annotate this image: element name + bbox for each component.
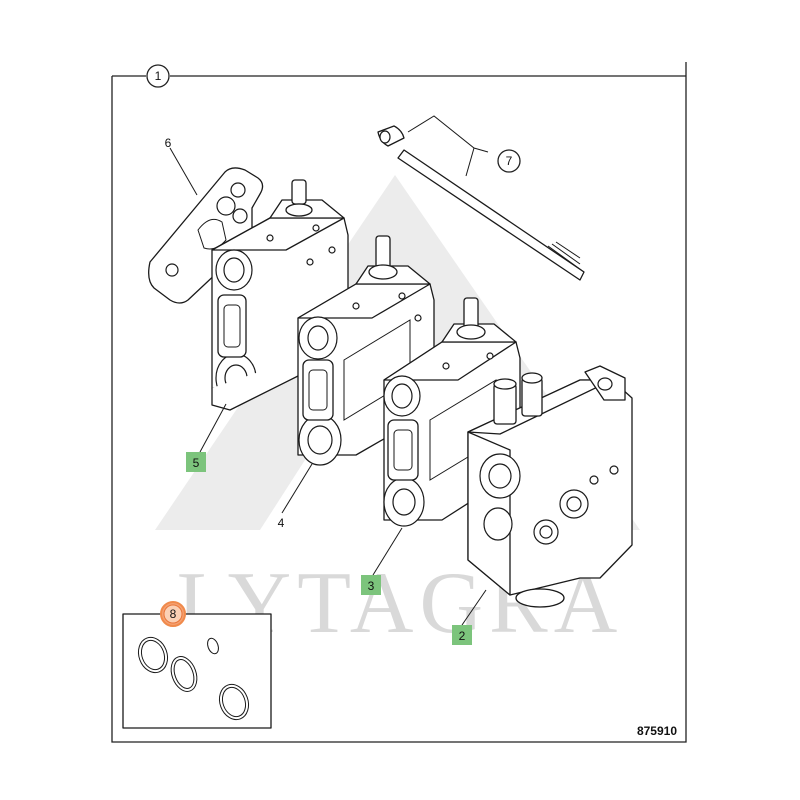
part-8-seal-kit (122, 613, 272, 729)
part-2-inlet-section (467, 365, 633, 608)
callout-7[interactable]: 7 (497, 149, 521, 173)
callout-1[interactable]: 1 (146, 64, 170, 88)
callout-6[interactable]: 6 (165, 136, 172, 150)
leader-lines (169, 115, 489, 626)
svg-text:3: 3 (368, 579, 375, 593)
svg-text:5: 5 (193, 456, 200, 470)
svg-text:8: 8 (170, 607, 177, 621)
svg-text:1: 1 (155, 69, 162, 83)
callout-5[interactable]: 5 (186, 452, 206, 472)
diagram-frame (111, 62, 687, 743)
drawing-number: 875910 (637, 724, 677, 738)
svg-text:2: 2 (459, 629, 466, 643)
part-7-tie-rod (377, 125, 585, 281)
callout-3[interactable]: 3 (361, 575, 381, 595)
svg-text:4: 4 (278, 516, 285, 530)
callout-2[interactable]: 2 (452, 625, 472, 645)
callout-4[interactable]: 4 (278, 516, 285, 530)
part-6-flange-gasket (148, 167, 264, 304)
svg-text:7: 7 (506, 154, 513, 168)
svg-text:6: 6 (165, 136, 172, 150)
callout-8[interactable]: 8 (160, 601, 186, 627)
